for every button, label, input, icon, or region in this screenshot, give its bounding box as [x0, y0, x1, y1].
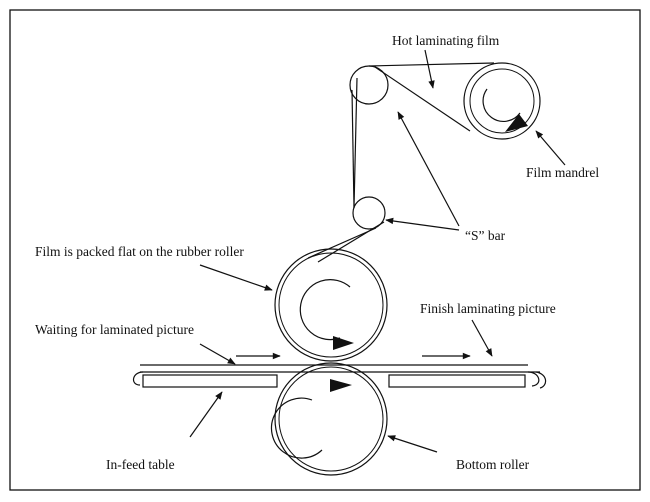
- label-bottom-roller: Bottom roller: [456, 457, 530, 472]
- mandrel-rotation-arrow-icon: [505, 114, 528, 132]
- feed-line: [133, 364, 547, 389]
- label-finish-laminating: Finish laminating picture: [420, 301, 556, 316]
- bottom-roller: [270, 362, 388, 476]
- film-mandrel: [463, 62, 541, 140]
- arrow-finish-laminating: [471, 319, 493, 357]
- label-s-bar: “S” bar: [465, 228, 506, 243]
- rubber-roller: [274, 248, 388, 362]
- arrow-hot-laminating-film: [424, 49, 435, 89]
- arrow-waiting: [199, 343, 236, 365]
- label-in-feed-table: In-feed table: [106, 457, 175, 472]
- arrow-in-feed-table: [189, 391, 223, 438]
- arrow-s-bar-bottom: [385, 217, 460, 231]
- s-bar-bottom-roller: [352, 196, 386, 230]
- label-hot-laminating-film: Hot laminating film: [392, 33, 500, 48]
- arrow-film-mandrel: [535, 130, 566, 166]
- arrow-film-packed: [199, 264, 273, 291]
- arrow-bottom-roller: [387, 435, 438, 453]
- out-feed-table: [388, 374, 526, 388]
- bottom-roller-rotation-arrow-icon: [330, 379, 352, 392]
- label-film-mandrel: Film mandrel: [526, 165, 599, 180]
- label-film-packed: Film is packed flat on the rubber roller: [35, 244, 244, 259]
- film-path: [307, 62, 495, 263]
- diagram-border: [9, 9, 641, 491]
- rubber-roller-rotation-arrow-icon: [333, 336, 354, 350]
- label-waiting: Waiting for laminated picture: [35, 322, 194, 337]
- arrow-s-bar-top: [397, 111, 460, 227]
- in-feed-table: [142, 374, 278, 388]
